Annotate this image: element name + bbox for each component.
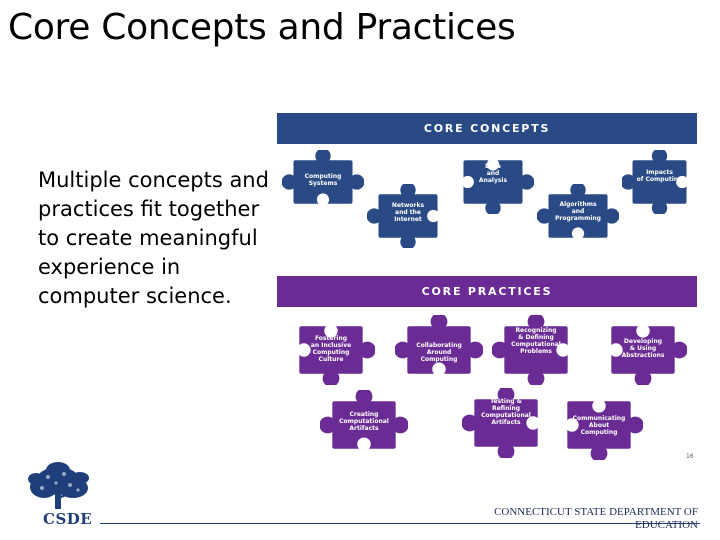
slide-body-text: Multiple concepts and practices fit toge… [38, 168, 269, 308]
puzzle-shape [395, 315, 483, 376]
concept-piece: Impacts of Computing [622, 150, 697, 214]
footer-organization: CONNECTICUT STATE DEPARTMENT OF EDUCATIO… [494, 506, 698, 531]
puzzle-shape [492, 315, 570, 385]
puzzle-shape [461, 158, 534, 214]
core-concepts-banner: CORE CONCEPTS [277, 113, 697, 144]
puzzle-shape [282, 150, 364, 206]
puzzle-shape [320, 390, 408, 451]
concepts-practices-figure: CORE CONCEPTS CORE PRACTICES Computing S… [277, 110, 697, 465]
practice-piece: Collaborating Around Computing [395, 315, 483, 385]
practice-piece: Communicating About Computing [555, 390, 643, 460]
core-practices-banner: CORE PRACTICES [277, 276, 697, 307]
puzzle-shape [367, 184, 440, 248]
puzzle-shape [462, 388, 540, 458]
practice-piece: Recognizing & Defining Computational Pro… [492, 315, 580, 385]
practice-piece: Testing & Refining Computational Artifac… [462, 388, 550, 458]
slide-title: Core Concepts and Practices [8, 7, 516, 48]
practice-piece: Developing & Using Abstractions [599, 315, 687, 385]
concept-piece: Data and Analysis [452, 150, 534, 214]
puzzle-shape [537, 184, 619, 240]
puzzle-shape [609, 324, 687, 385]
concept-piece: Algorithms and Programming [537, 184, 619, 248]
concept-piece: Computing Systems [282, 150, 364, 214]
puzzle-shape [297, 324, 375, 385]
puzzle-shape [622, 150, 689, 214]
slide-number: 16 [686, 453, 694, 460]
csde-tree-logo-icon [28, 462, 89, 509]
puzzle-shape [565, 399, 643, 460]
footer-divider [100, 523, 700, 524]
practice-piece: Fostering an Inclusive Computing Culture [287, 315, 375, 385]
csde-logo-text: CSDE [43, 510, 93, 528]
concept-piece: Networks and the Internet [367, 184, 449, 248]
practice-piece: Creating Computational Artifacts [320, 390, 408, 460]
